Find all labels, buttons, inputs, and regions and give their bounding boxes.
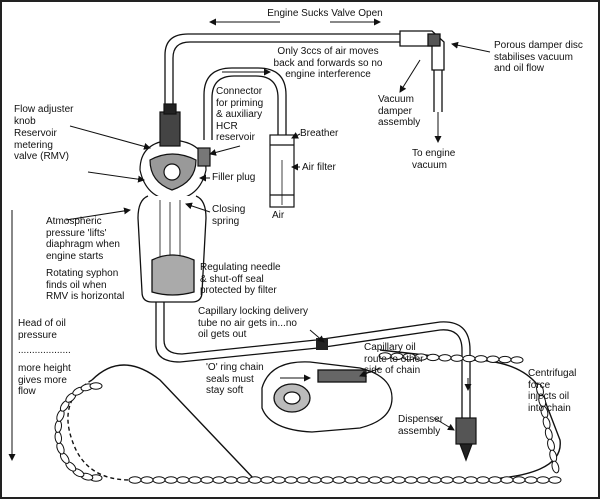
chain-link — [272, 476, 286, 484]
chain-link — [416, 476, 430, 484]
chain-link — [548, 476, 562, 484]
chain-link — [368, 476, 382, 484]
chain-link — [284, 476, 298, 484]
chain-link — [200, 476, 214, 484]
chain-link — [510, 356, 524, 364]
chain-link — [404, 476, 418, 484]
chain-links — [54, 352, 562, 484]
chain-link — [212, 476, 226, 484]
label-rotating-syphon: Rotating syphon finds oil when RMV is ho… — [46, 268, 125, 302]
chain-link — [140, 476, 154, 484]
vacuum-damper-assembly — [399, 30, 445, 112]
air-filter-cylinder — [269, 134, 295, 208]
chain-link — [128, 476, 142, 484]
label-regulating-needle: Regulating needle & shut-off seal protec… — [200, 262, 281, 296]
chain-link — [476, 476, 490, 484]
label-centrifugal: Centrifugal force injects oil into chain — [528, 368, 577, 414]
chain-link — [380, 476, 394, 484]
dispenser-assembly — [455, 417, 477, 462]
label-dots: ................... — [18, 345, 71, 356]
label-head-of-oil: Head of oil pressure — [18, 318, 66, 341]
annotation-arrows — [8, 18, 491, 461]
label-air: Air — [272, 210, 285, 221]
chain-link — [332, 476, 346, 484]
chain-link — [549, 449, 558, 463]
label-closing-spring: Closing spring — [212, 204, 246, 227]
chain-link — [512, 476, 526, 484]
chain-link — [356, 476, 370, 484]
chain-link — [260, 476, 274, 484]
label-dispenser: Dispenser assembly — [398, 414, 444, 437]
label-porous-damper-disc: Porous damper disc stabilises vacuum and… — [494, 40, 583, 74]
chain-link — [450, 354, 464, 362]
chain-link — [440, 476, 454, 484]
chain-link — [486, 355, 500, 363]
label-connector: Connector for priming & auxiliary HCR re… — [216, 86, 264, 143]
chain-link — [152, 476, 166, 484]
chain-link — [392, 476, 406, 484]
oil-reservoir-body — [137, 195, 207, 303]
label-flow-adjuster: Flow adjuster knob — [14, 104, 74, 127]
label-breather: Breather — [300, 128, 339, 139]
label-more-height: more height gives more flow — [18, 363, 71, 397]
label-only-3ccs: Only 3ccs of air moves back and forwards… — [273, 46, 383, 80]
chain-link — [236, 476, 250, 484]
breather-loop-tube — [203, 67, 287, 140]
chain-link — [308, 476, 322, 484]
chain-link — [551, 460, 560, 474]
chain-link — [344, 476, 358, 484]
chain-link — [188, 476, 202, 484]
chain-link — [296, 476, 310, 484]
label-rmv: Reservoir metering valve (RMV) — [14, 128, 70, 162]
chain-link — [56, 442, 65, 455]
chain-link — [452, 476, 466, 484]
chain-link — [488, 476, 502, 484]
sprocket — [261, 361, 393, 433]
label-o-ring: 'O' ring chain seals must stay soft — [206, 362, 264, 396]
chain-link — [500, 476, 514, 484]
label-capillary-locking: Capillary locking delivery tube no air g… — [198, 306, 309, 340]
label-engine-sucks: Engine Sucks Valve Open — [267, 8, 383, 19]
label-air-filter: Air filter — [302, 162, 336, 173]
reservoir-metering-valve — [139, 103, 211, 201]
chain-link — [464, 476, 478, 484]
chain-link — [89, 382, 103, 390]
chain-link — [54, 419, 63, 433]
label-atmospheric: Atmospheric pressure 'lifts' diaphragm w… — [46, 216, 120, 262]
chain-link — [536, 476, 550, 484]
chain-link — [544, 427, 553, 441]
chain-link — [474, 355, 488, 363]
chain-link — [164, 476, 178, 484]
chain-link — [320, 476, 334, 484]
chain-link — [498, 355, 512, 364]
chain-link — [176, 476, 190, 484]
chain-link — [224, 476, 238, 484]
chain-link — [428, 476, 442, 484]
chain-link — [547, 438, 555, 452]
chain-link — [524, 476, 538, 484]
chain-link — [248, 476, 262, 484]
label-capillary-route: Capillary oil route to other side of cha… — [364, 342, 424, 376]
chain-link — [542, 416, 551, 430]
vacuum-tube — [164, 33, 400, 118]
label-vacuum-damper: Vacuum damper assembly — [378, 94, 421, 128]
chain-link — [462, 354, 476, 363]
label-filler-plug: Filler plug — [212, 172, 256, 183]
label-to-engine-vacuum: To engine vacuum — [412, 148, 456, 171]
chain-link — [54, 431, 63, 445]
